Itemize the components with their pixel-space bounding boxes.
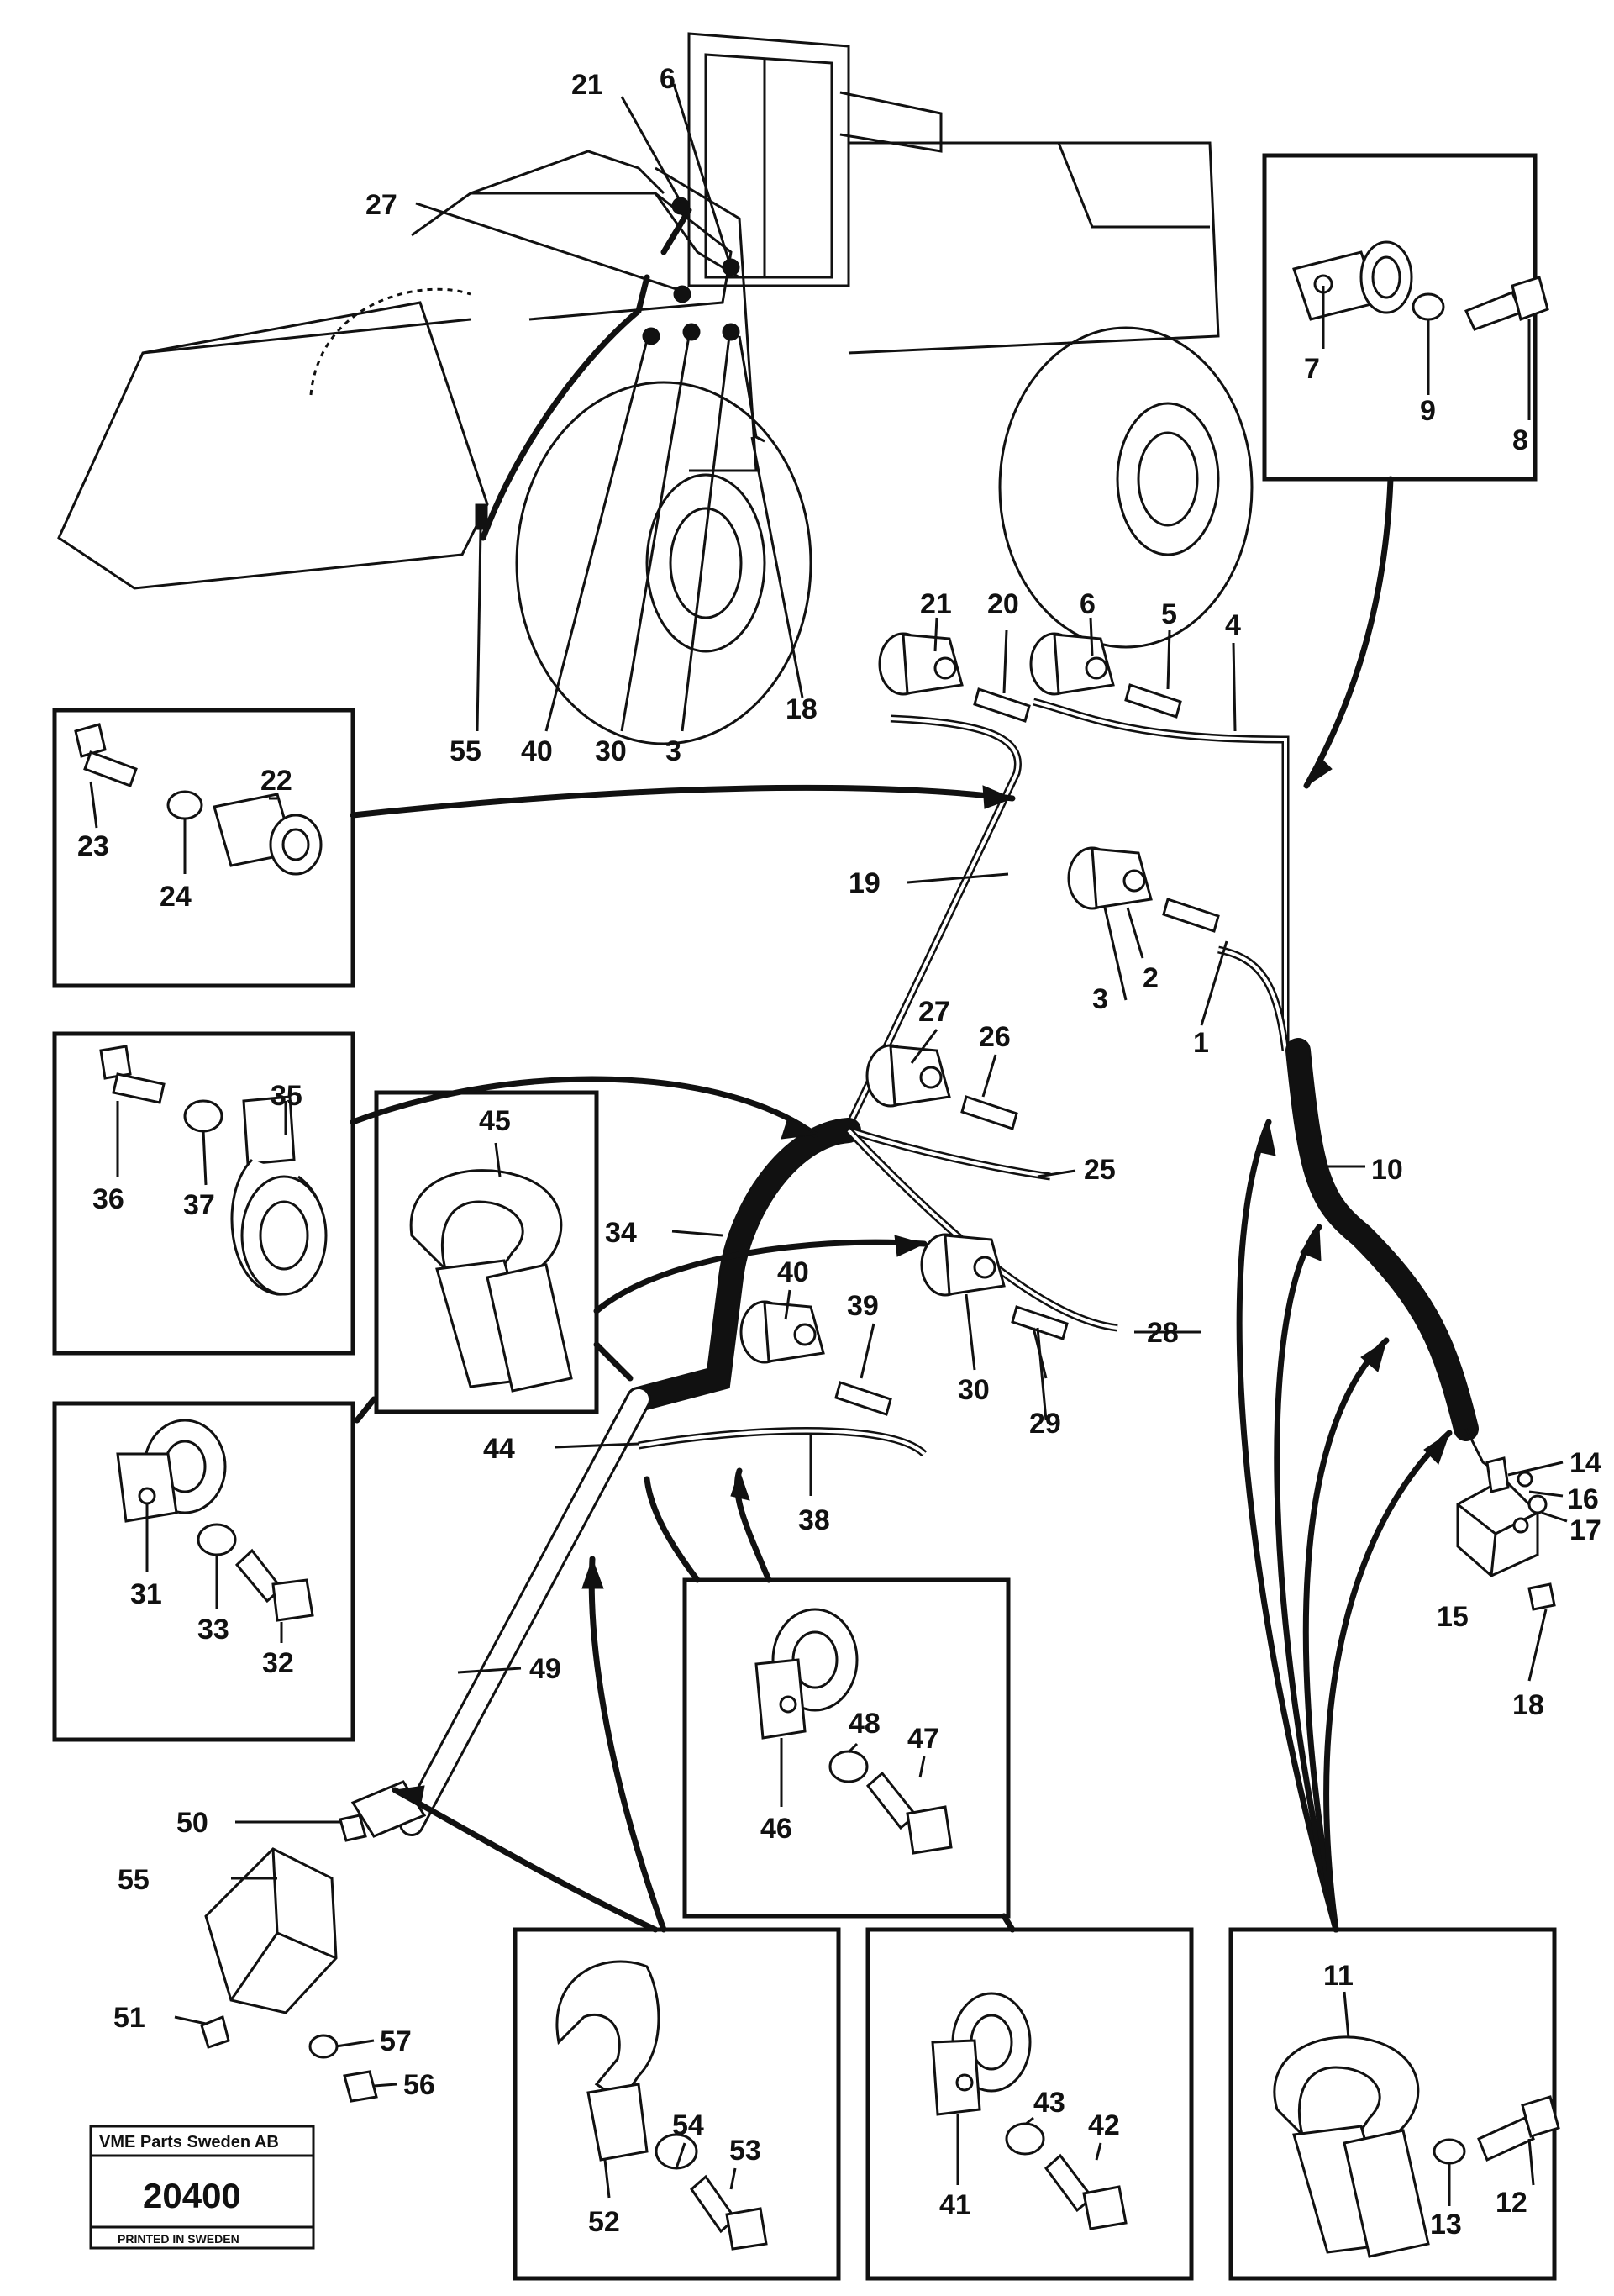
label-55b: 55 [118,1864,150,1896]
label-21: 21 [571,69,603,101]
label-30: 30 [595,735,627,767]
label-11: 11 [1323,1960,1354,1992]
label-27b: 27 [918,996,950,1028]
label-40b: 40 [777,1256,809,1288]
label-18: 18 [786,693,818,725]
label-1: 1 [1193,1027,1209,1059]
label-57: 57 [380,2025,412,2057]
label-22: 22 [260,765,292,797]
label-25: 25 [1084,1154,1116,1186]
label-40: 40 [521,735,553,767]
label-33: 33 [197,1614,229,1646]
label-53: 53 [729,2135,761,2167]
label-4: 4 [1225,609,1241,641]
inset-clamp-35-36-37 [52,1031,355,1356]
label-17: 17 [1569,1514,1601,1546]
label-51: 51 [113,2002,145,2034]
label-13: 13 [1430,2209,1462,2241]
label-50: 50 [176,1807,208,1839]
inset-clamp-45 [374,1090,599,1414]
label-28: 28 [1147,1317,1179,1349]
fitting-6 [1029,632,1182,719]
fitting-21 [878,632,1031,723]
publisher-stamp: VME Parts Sweden AB 20400 PRINTED IN SWE… [89,2125,315,2250]
fittings [200,632,1568,2103]
label-7: 7 [1304,353,1320,385]
grease-hose-assembly [350,698,1496,1838]
label-20: 20 [987,588,1019,620]
label-31: 31 [130,1578,162,1610]
leader-lines [174,617,1365,2088]
label-56: 56 [403,2069,435,2101]
label-8: 8 [1512,424,1528,456]
label-32: 32 [262,1647,294,1679]
label-23: 23 [77,830,109,862]
label-19: 19 [849,867,881,899]
label-6: 6 [660,63,676,95]
label-48: 48 [849,1708,881,1740]
fitting-27 [865,1044,1018,1130]
label-38: 38 [798,1504,830,1536]
label-43: 43 [1033,2087,1065,2119]
label-37: 37 [183,1189,215,1221]
label-14: 14 [1569,1447,1601,1479]
stamp-number: 20400 [143,2176,241,2215]
label-2: 2 [1143,962,1159,994]
fitting-30 [920,1233,1069,1340]
inset-clamp-31-32-33 [52,1401,355,1742]
label-3b: 3 [1092,983,1108,1015]
label-52: 52 [588,2206,620,2238]
label-35: 35 [271,1080,302,1112]
callout-arrows [350,476,1453,1933]
label-15: 15 [1437,1601,1469,1633]
inset-clamp-7-8-9 [1262,153,1549,482]
label-55: 55 [450,735,481,767]
label-3: 3 [665,735,681,767]
fitting-3 [1067,846,1220,933]
label-27: 27 [365,189,397,221]
stamp-company: VME Parts Sweden AB [99,2133,279,2151]
junction-block-15 [1456,1456,1568,1682]
inset-clamp-22-23-24 [52,708,355,988]
label-42: 42 [1088,2109,1120,2141]
wheel-loader-illustration [57,32,1254,745]
label-36: 36 [92,1183,124,1215]
label-26: 26 [979,1021,1011,1053]
junction-block-55 [200,1814,378,2103]
label-46: 46 [760,1813,792,1845]
label-49: 49 [529,1653,561,1685]
label-9: 9 [1420,395,1436,427]
label-29: 29 [1029,1408,1061,1440]
inset-clamp-41-42-43 [865,1927,1194,2281]
label-24: 24 [160,881,192,913]
label-34: 34 [605,1217,637,1249]
label-54: 54 [672,2109,704,2141]
stamp-printed: PRINTED IN SWEDEN [118,2232,239,2246]
fitting-40 [739,1300,892,1416]
label-18b: 18 [1512,1689,1544,1721]
label-5: 5 [1161,598,1177,630]
label-45: 45 [479,1105,511,1137]
label-44: 44 [483,1433,515,1465]
label-39: 39 [847,1290,879,1322]
callout-labels: 21 6 27 55 40 30 3 18 7 9 8 21 20 6 5 4 … [77,63,1601,2241]
label-21b: 21 [920,588,952,620]
inset-clamp-52-53-54 [513,1927,841,2281]
label-30b: 30 [958,1374,990,1406]
inset-clamp-11-12-13 [1228,1927,1560,2281]
label-6b: 6 [1080,588,1096,620]
label-16: 16 [1567,1483,1599,1515]
label-47: 47 [907,1723,939,1755]
label-41: 41 [939,2189,971,2221]
label-10: 10 [1371,1154,1403,1186]
inset-clamp-46-47-48 [682,1577,1011,1919]
label-12: 12 [1496,2187,1527,2219]
